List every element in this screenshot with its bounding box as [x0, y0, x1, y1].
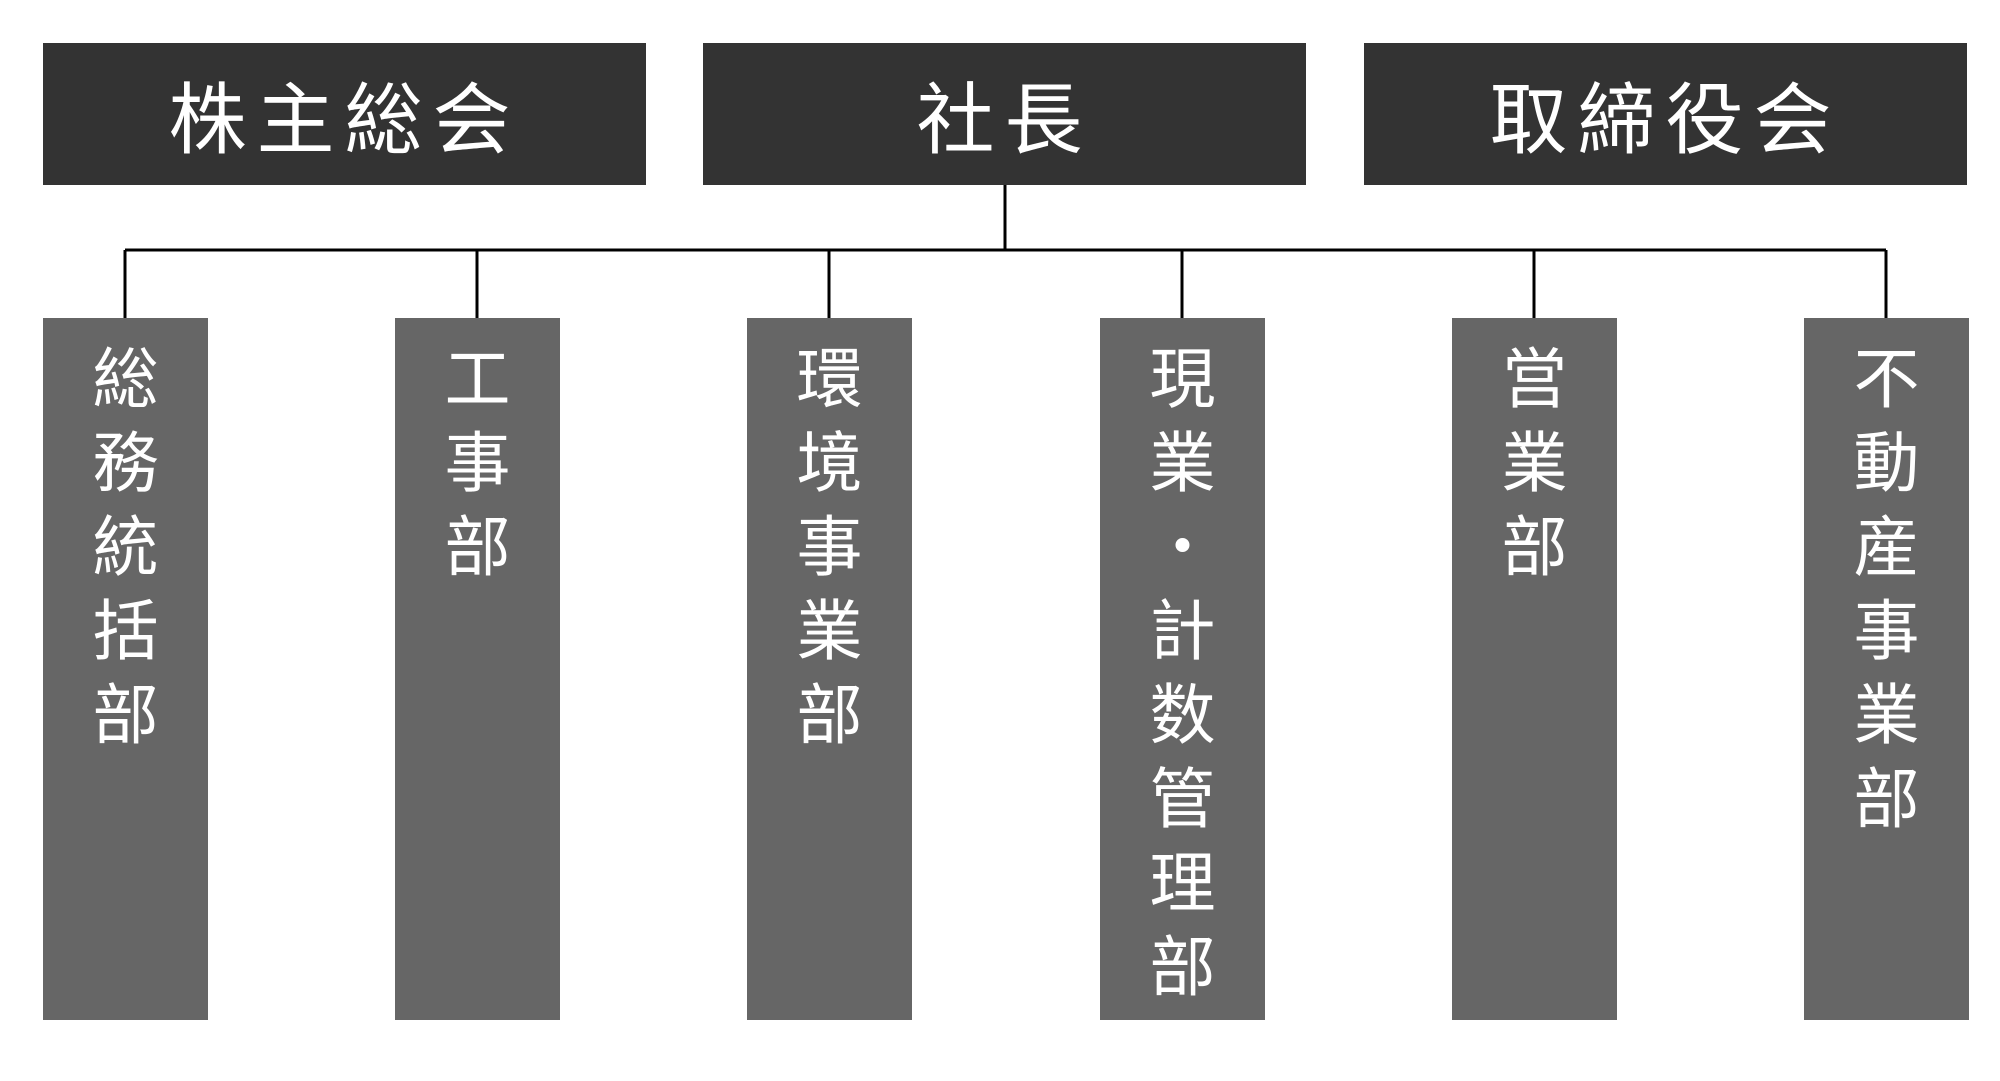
- dept-operations-accounting: 現 業 ・ 計 数 管 理 部: [1100, 318, 1265, 1020]
- dept-label: 工 事 部: [444, 341, 511, 586]
- shareholders-meeting-box: 株主総会: [43, 43, 646, 185]
- president-label: 社長: [916, 76, 1093, 166]
- dept-label: 現 業 ・ 計 数 管 理 部: [1149, 341, 1216, 1006]
- dept-environmental-business: 環 境 事 業 部: [747, 318, 912, 1020]
- board-of-directors-label: 取締役会: [1489, 76, 1842, 166]
- dept-label: 環 境 事 業 部: [796, 341, 863, 754]
- dept-label: 営 業 部: [1501, 341, 1568, 586]
- shareholders-meeting-label: 株主総会: [168, 76, 521, 166]
- dept-label: 総 務 統 括 部: [92, 341, 159, 754]
- dept-general-affairs: 総 務 統 括 部: [43, 318, 208, 1020]
- dept-real-estate: 不 動 産 事 業 部: [1804, 318, 1969, 1020]
- dept-construction: 工 事 部: [395, 318, 560, 1020]
- board-of-directors-box: 取締役会: [1364, 43, 1967, 185]
- president-box: 社長: [703, 43, 1306, 185]
- dept-label: 不 動 産 事 業 部: [1853, 341, 1920, 838]
- dept-sales: 営 業 部: [1452, 318, 1617, 1020]
